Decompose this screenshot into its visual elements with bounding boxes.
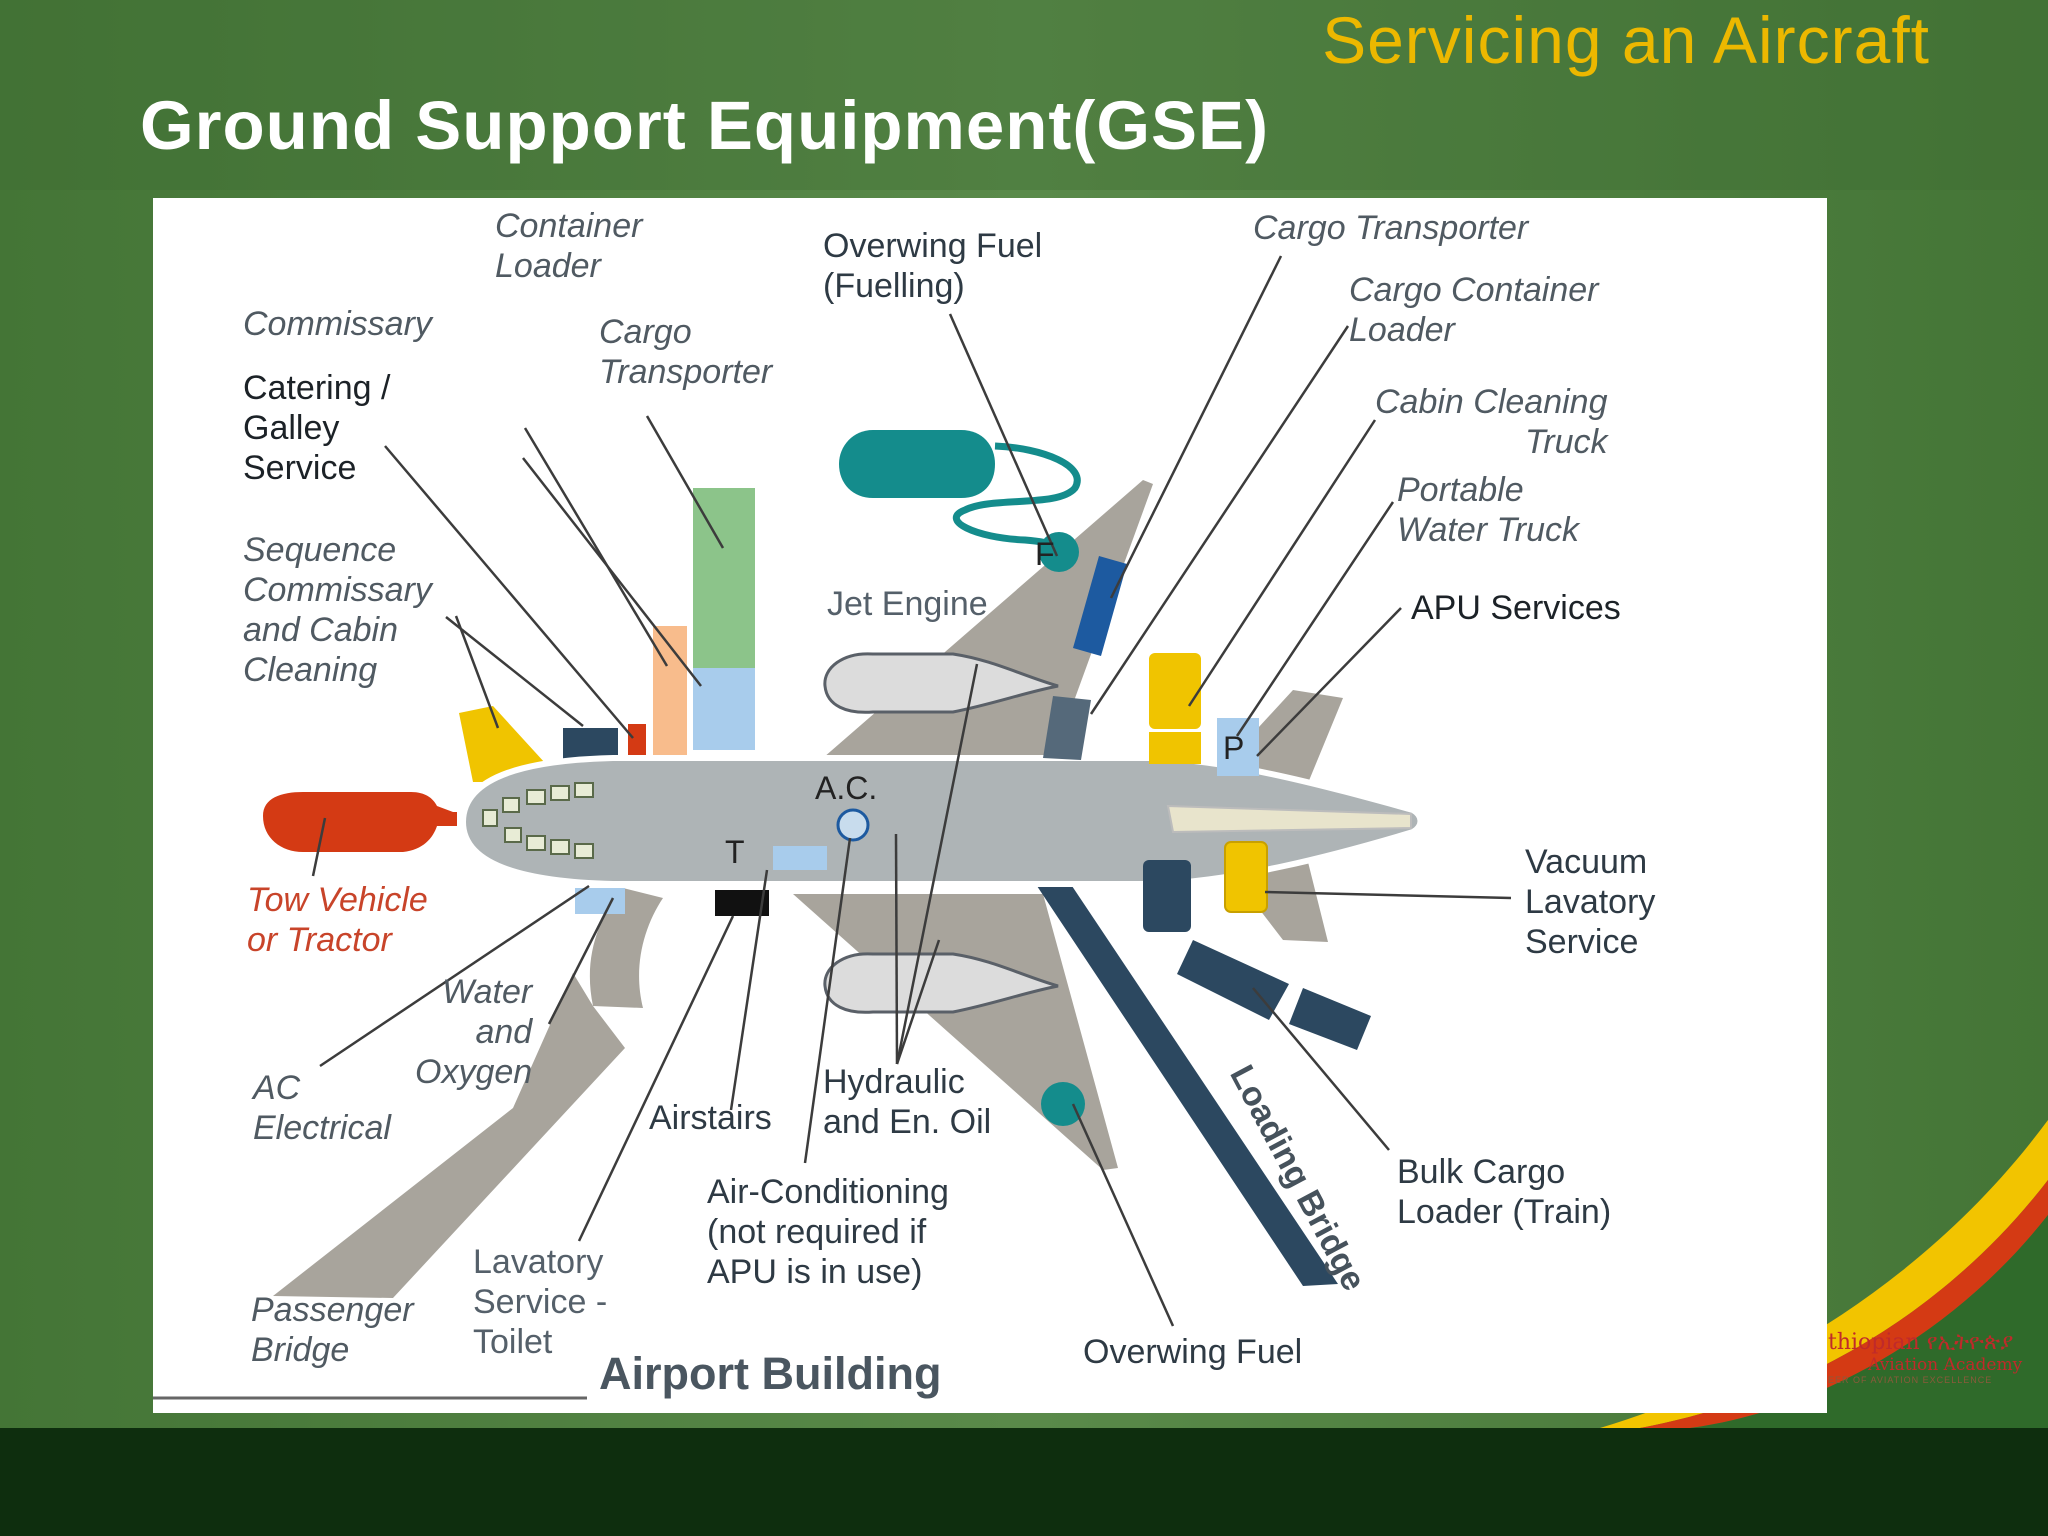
gse-diagram: Container Loader Overwing Fuel (Fuelling… — [153, 198, 1827, 1413]
cabin-cleaning-truck — [1149, 653, 1201, 729]
fuel-marker: F — [1035, 536, 1055, 572]
vacuum-lavatory-label: Vacuum Lavatory Service — [1525, 843, 1656, 961]
passenger-bridge-shape — [273, 973, 625, 1298]
deck-title: Servicing an Aircraft — [1322, 3, 1930, 77]
jet-engine-lower — [823, 952, 1059, 1014]
airstairs-label: Airstairs — [649, 1099, 772, 1137]
tow-vehicle-shape — [263, 792, 453, 852]
tow-vehicle-label: Tow Vehicle or Tractor — [247, 881, 428, 959]
potable-marker: P — [1223, 730, 1245, 766]
cargo-transporter-right — [1073, 556, 1127, 656]
loading-bridge-shape — [1033, 880, 1338, 1286]
fuel-point-upper — [1039, 532, 1079, 572]
catering-galley-label: Catering / Galley Service — [243, 369, 391, 487]
cockpit-windows — [482, 782, 594, 859]
aircraft-illustration — [153, 255, 1512, 1400]
cargo-transporter-right-label: Cargo Transporter — [1253, 209, 1529, 247]
bulk-cargo-loader-label: Bulk Cargo Loader (Train) — [1397, 1153, 1612, 1231]
sequence-commissary-unit — [459, 706, 545, 782]
apu-services-label: APU Services — [1411, 589, 1621, 627]
toilet-marker: T — [725, 834, 745, 870]
jet-engine-upper — [823, 652, 1059, 714]
fuselage — [459, 755, 1424, 887]
container-loader-label: Container Loader — [495, 207, 643, 285]
portable-water-truck — [1217, 718, 1259, 776]
cargo-container-loader-label: Cargo Container Loader — [1349, 271, 1599, 349]
cargo-transporter-unit — [693, 488, 755, 668]
overwing-fuel-bottom-label: Overwing Fuel — [1083, 1333, 1303, 1371]
cabin-cleaning-truck-label: Cabin Cleaning Truck — [1375, 383, 1608, 461]
commissary-label: Commissary — [243, 305, 432, 343]
hydraulic-oil-label: Hydraulic and En. Oil — [823, 1063, 992, 1141]
passenger-bridge-label: Passenger Bridge — [251, 1291, 414, 1369]
water-oxygen-label: Water and Oxygen — [415, 973, 533, 1091]
jet-engine-label: Jet Engine — [827, 585, 988, 623]
airport-building-label: Airport Building — [599, 1348, 942, 1399]
ac-electrical-label: AC Electrical — [253, 1069, 391, 1147]
logo-line-3: EER OF AVIATION EXCELLENCE — [1828, 1375, 1993, 1385]
logo-line-1: thiopian የኢትዮጵያ — [1828, 1330, 2014, 1355]
fuel-point-lower — [1041, 1082, 1085, 1126]
cargo-container-loader-unit — [1043, 696, 1091, 760]
leader-lines — [311, 255, 1512, 1327]
slide-heading: Ground Support Equipment(GSE) — [140, 87, 1270, 164]
apu-unit — [1143, 860, 1191, 932]
air-conditioning-label: Air-Conditioning (not required if APU is… — [707, 1173, 949, 1291]
bulk-cargo-loader-train — [1177, 940, 1289, 1020]
water-oxygen-unit — [575, 888, 625, 914]
portable-water-truck-label: Portable Water Truck — [1397, 471, 1579, 549]
overwing-fuel-truck — [839, 430, 995, 498]
ethiopian-aviation-academy-logo: thiopian የኢትዮጵያ Aviation Academy EER OF … — [1828, 1330, 2043, 1400]
sequence-commissary-label: Sequence Commissary and Cabin Cleaning — [243, 531, 432, 689]
cargo-transporter-left-label: Cargo Transporter — [599, 313, 773, 391]
lavatory-toilet-label: Lavatory Service - Toilet — [473, 1243, 608, 1361]
logo-line-2: Aviation Academy — [1868, 1355, 2023, 1375]
vacuum-lavatory-truck — [1224, 841, 1268, 913]
air-conditioning-marker: A.C. — [815, 770, 878, 806]
lavatory-unit — [773, 846, 827, 870]
footer-bar — [0, 1428, 2048, 1536]
air-conditioning-connector — [836, 808, 870, 842]
overwing-fuel-fuelling-label: Overwing Fuel (Fuelling) — [823, 227, 1043, 305]
